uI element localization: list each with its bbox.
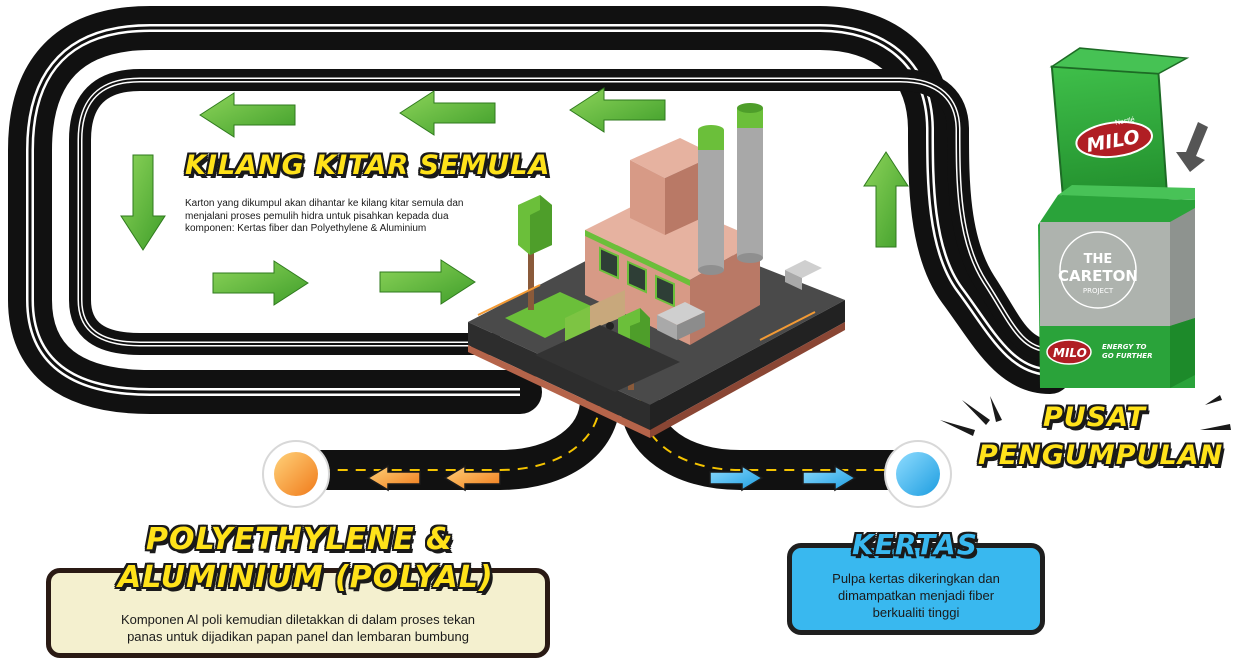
recycling-plant-desc-line-3: komponen: Kertas fiber dan Polyethylene … [185,223,427,234]
kertas-desc-line-3: berkualiti tinggi [872,605,960,620]
arrow-down-icon [120,154,166,251]
polyal-desc-line-1: Komponen Al poli kemudian diletakkan di … [120,612,476,627]
kertas-description-box: Pulpa kertas dikeringkan dan dimampatkan… [787,543,1045,635]
recycling-plant-title: KILANG KITAR SEMULA [185,150,551,181]
project-line3: PROJECT [1083,287,1114,295]
down-arrow-icon [1176,122,1208,172]
arrow-right-blue-icon-2 [802,464,857,492]
blue-circle-icon [884,440,952,508]
arrow-left-icon-3 [569,87,666,133]
polyal-title-line1: POLYETHYLENE & [146,522,454,557]
arrow-right-blue-icon-1 [709,464,764,492]
arrow-left-orange-icon-1 [366,464,421,492]
polyal-title-line2: ALUMINIUM (POLYAL) [118,560,494,595]
blue-arrows [709,464,857,492]
factory-illustration [468,103,845,438]
polyal-desc-line-2: panas untuk dijadikan papan panel dan le… [127,629,469,644]
arrow-left-icon-2 [399,90,496,136]
collection-center-title-line2: PENGUMPULAN [978,440,1224,471]
collection-center-title-line1: PUSAT [1043,402,1146,433]
arrow-right-icon-2 [379,259,476,305]
burst-lines-icon [940,395,1231,436]
loop-road [8,6,1072,414]
project-line2: CARETON [1058,267,1138,285]
bin-carton-brand-small: Nestlé [1115,116,1136,126]
arrow-left-orange-icon-2 [443,464,501,492]
project-line1: THE [1084,252,1113,267]
orange-arrows [366,464,501,492]
recycling-plant-desc-line-1: Karton yang dikumpul akan dihantar ke ki… [185,198,464,209]
kertas-description: Pulpa kertas dikeringkan dan dimampatkan… [792,570,1040,621]
collection-bin: MILO Nestlé THE CARETON PROJECT MILO ENE… [1038,47,1208,388]
arrow-up-icon [863,151,909,248]
bin-slogan-line1: ENERGY TO [1102,343,1147,351]
kertas-desc-line-1: Pulpa kertas dikeringkan dan [832,571,1000,586]
green-arrows [120,87,909,306]
orange-circle-icon [262,440,330,508]
kertas-title: KERTAS [852,528,978,561]
arrow-left-icon-1 [199,92,296,138]
recycling-plant-description: Karton yang dikumpul akan dihantar ke ki… [185,198,515,236]
polyal-description-box: Komponen Al poli kemudian diletakkan di … [46,568,550,658]
bin-slogan-line2: GO FURTHER [1102,352,1152,360]
polyal-description: Komponen Al poli kemudian diletakkan di … [51,611,545,645]
kertas-desc-line-2: dimampatkan menjadi fiber [837,588,995,603]
arrow-right-icon-1 [212,260,309,306]
bin-brand-bottom: MILO [1053,346,1087,360]
recycling-plant-desc-line-2: menjalani proses pemulih hidra untuk pis… [185,210,449,222]
